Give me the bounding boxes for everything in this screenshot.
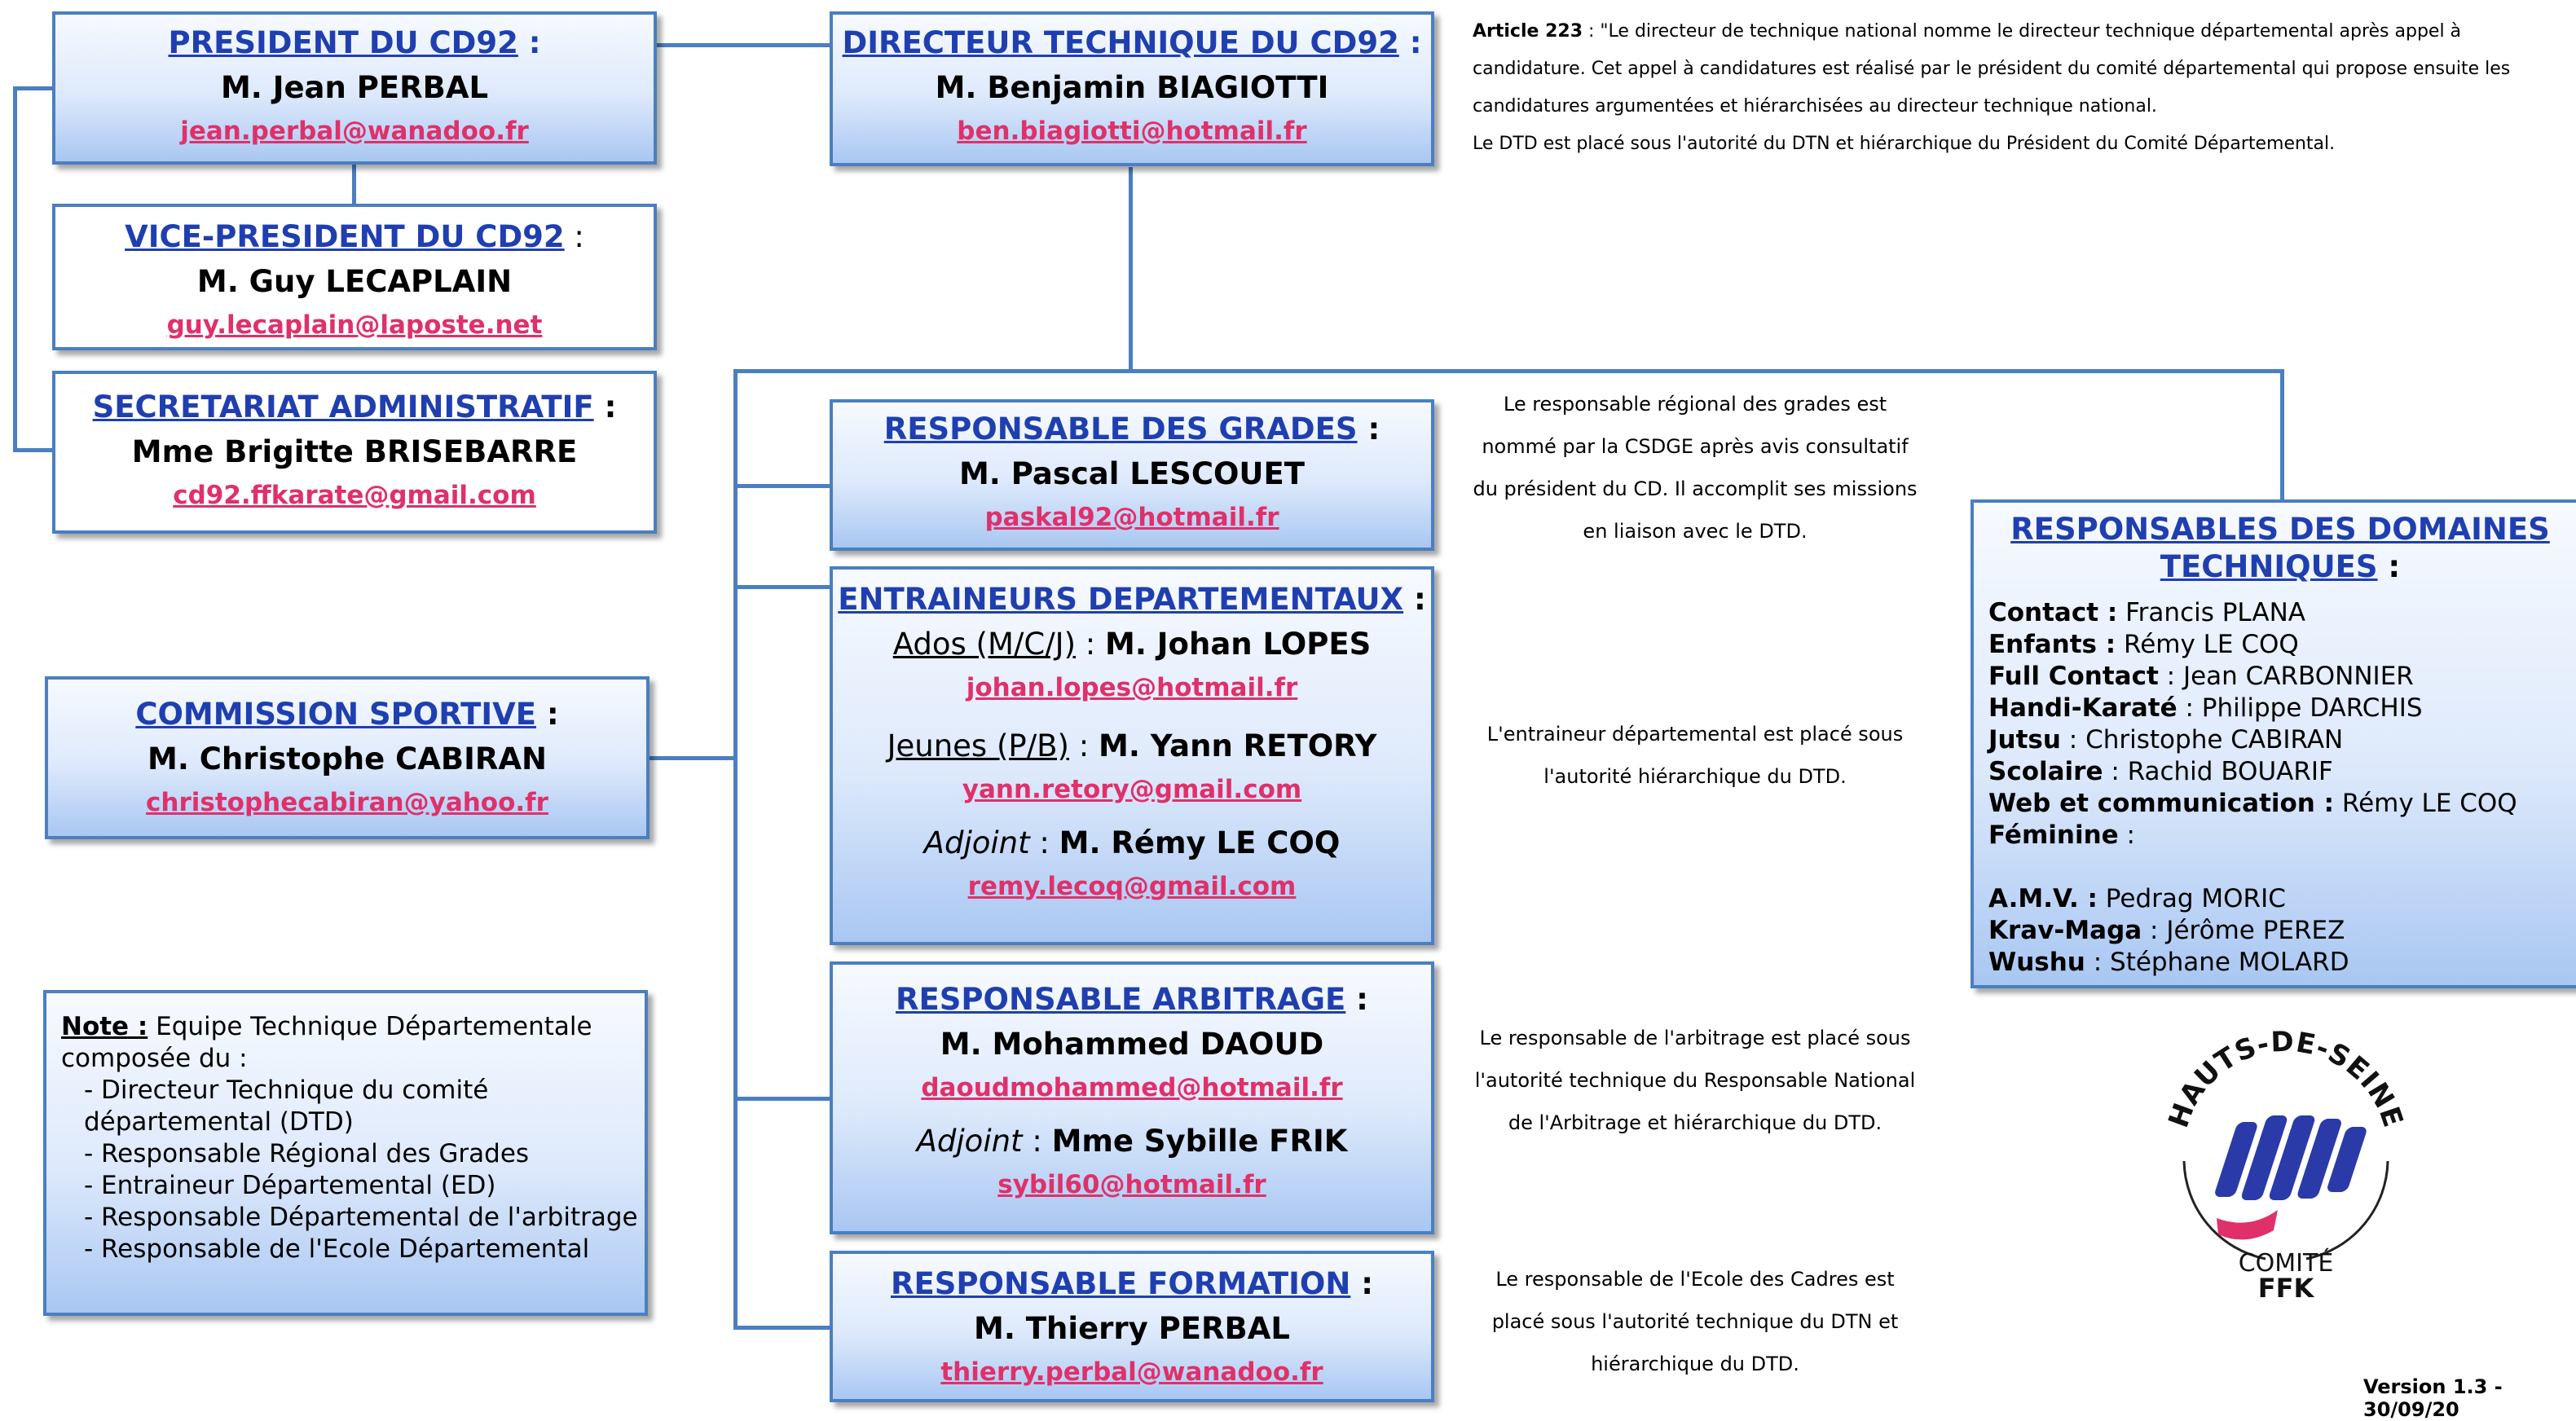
vice-president-name: M. Guy LECAPLAIN bbox=[196, 263, 513, 299]
connector-entraineurs bbox=[733, 585, 830, 589]
secretariat-title: SECRETARIAT ADMINISTRATIF : bbox=[92, 389, 617, 425]
connector-formation bbox=[733, 1326, 830, 1330]
connector-secretariat bbox=[13, 448, 52, 452]
directeur-email[interactable]: ben.biagiotti@hotmail.fr bbox=[957, 117, 1307, 147]
domaine-item: Scolaire : Rachid BOUARIF bbox=[1988, 757, 2333, 786]
connector-president bbox=[13, 86, 52, 90]
formation-name: M. Thierry PERBAL bbox=[974, 1310, 1290, 1346]
arbitrage-name: M. Mohammed DAOUD bbox=[940, 1026, 1324, 1062]
directeur-title: DIRECTEUR TECHNIQUE DU CD92 : bbox=[842, 25, 1422, 60]
domaine-item: Full Contact : Jean CARBONNIER bbox=[1988, 662, 2414, 691]
svg-text:HAUTS-DE-SEINE: HAUTS-DE-SEINE bbox=[2162, 1026, 2409, 1133]
arbitrage-email[interactable]: daoudmohammed@hotmail.fr bbox=[921, 1073, 1343, 1103]
grades-note: Le responsable régional des grades est n… bbox=[1473, 393, 1918, 543]
version-label: Version 1.3 - 30/09/20 bbox=[2363, 1375, 2503, 1421]
entraineurs-note: L'entraineur départemental est placé sou… bbox=[1486, 723, 1904, 788]
formation-note: Le responsable de l'Ecole des Cadres est… bbox=[1491, 1268, 1899, 1375]
commission-email[interactable]: christophecabiran@yahoo.fr bbox=[146, 788, 548, 818]
domaine-item: Krav-Maga : Jérôme PEREZ bbox=[1988, 916, 2345, 945]
entraineurs-email2[interactable]: yann.retory@gmail.com bbox=[962, 774, 1302, 804]
grades-title: RESPONSABLE DES GRADES : bbox=[883, 411, 1380, 447]
connector-branch-vertical bbox=[733, 369, 738, 1329]
domaines-title: RESPONSABLES DES DOMAINES TECHNIQUES : bbox=[2010, 512, 2550, 584]
logo-comite: COMITÉ bbox=[2239, 1248, 2334, 1278]
arbitrage-title: RESPONSABLE ARBITRAGE : bbox=[896, 982, 1368, 1017]
domaine-item: Féminine : bbox=[1988, 820, 2135, 850]
commission-title: COMMISSION SPORTIVE : bbox=[135, 697, 559, 732]
vice-president-title: VICE-PRESIDENT DU CD92 : bbox=[125, 219, 584, 254]
secretariat-name: Mme Brigitte BRISEBARRE bbox=[131, 433, 578, 469]
formation-email[interactable]: thierry.perbal@wanadoo.fr bbox=[940, 1357, 1323, 1388]
arbitrage-box: RESPONSABLE ARBITRAGE : M. Mohammed DAOU… bbox=[830, 961, 1434, 1234]
vice-president-email[interactable]: guy.lecaplain@laposte.net bbox=[166, 310, 543, 341]
commission-box: COMMISSION SPORTIVE : M. Christophe CABI… bbox=[45, 676, 650, 839]
note-item: - Responsable Départemental de l'arbitra… bbox=[84, 1203, 638, 1232]
president-box: PRESIDENT DU CD92 : M. Jean PERBAL jean.… bbox=[52, 11, 657, 165]
domaine-item: Jutsu : Christophe CABIRAN bbox=[1988, 725, 2344, 754]
domaines-list: Contact : Francis PLANA Enfants : Rémy LE… bbox=[1974, 597, 2576, 979]
domaine-item: Web et communication : Rémy LE COQ bbox=[1988, 789, 2517, 818]
domaine-item: Contact : Francis PLANA bbox=[1988, 598, 2306, 627]
logo-arc-text: HAUTS-DE-SEINE bbox=[2162, 1026, 2408, 1133]
note-item: - Responsable Régional des Grades bbox=[84, 1139, 530, 1168]
commission-name: M. Christophe CABIRAN bbox=[148, 741, 547, 776]
note-text: Note : Equipe Technique Départementale c… bbox=[46, 993, 645, 1265]
article-body: : "Le directeur de technique national no… bbox=[1473, 21, 2511, 117]
arbitrage-adjoint: Adjoint : Mme Sybille FRIK bbox=[916, 1123, 1348, 1159]
note-box: Note : Equipe Technique Départementale c… bbox=[43, 990, 648, 1316]
connector-arbitrage bbox=[733, 1097, 830, 1101]
connector-president-directeur bbox=[657, 43, 830, 47]
grades-box: RESPONSABLE DES GRADES : M. Pascal LESCO… bbox=[830, 399, 1434, 551]
entraineurs-row1: Ados (M/C/J) : M. Johan LOPES bbox=[892, 626, 1372, 662]
hauts-de-seine-logo: HAUTS-DE-SEINE COMITÉ FFK bbox=[2151, 1010, 2420, 1312]
grades-email[interactable]: paskal92@hotmail.fr bbox=[984, 503, 1279, 533]
domaine-item: A.M.V. : Pedrag MORIC bbox=[1988, 884, 2286, 913]
article-label: Article 223 bbox=[1473, 21, 1583, 42]
entraineurs-box: ENTRAINEURS DEPARTEMENTAUX : Ados (M/C/J… bbox=[830, 566, 1434, 945]
entraineurs-email1[interactable]: johan.lopes@hotmail.fr bbox=[966, 673, 1298, 703]
connector-directeur-down bbox=[1129, 167, 1133, 371]
entraineurs-row3: Adjoint : M. Rémy LE COQ bbox=[923, 825, 1341, 860]
domaine-item: Enfants : Rémy LE COQ bbox=[1988, 630, 2299, 659]
domaines-box: RESPONSABLES DES DOMAINES TECHNIQUES : C… bbox=[1971, 499, 2576, 988]
note-list: - Directeur Technique du comité départem… bbox=[61, 1075, 645, 1265]
domaine-item: Wushu : Stéphane MOLARD bbox=[1988, 948, 2349, 977]
vice-president-box: VICE-PRESIDENT DU CD92 : M. Guy LECAPLAI… bbox=[52, 204, 657, 350]
entraineurs-row2: Jeunes (P/B) : M. Yann RETORY bbox=[887, 728, 1377, 763]
formation-title: RESPONSABLE FORMATION : bbox=[890, 1266, 1374, 1301]
article-text: Article 223 : "Le directeur de technique… bbox=[1473, 13, 2573, 163]
note-item: - Responsable de l'Ecole Départemental bbox=[84, 1234, 590, 1264]
secretariat-email[interactable]: cd92.ffkarate@gmail.com bbox=[173, 481, 536, 511]
directeur-name: M. Benjamin BIAGIOTTI bbox=[935, 69, 1329, 105]
directeur-box: DIRECTEUR TECHNIQUE DU CD92 : M. Benjami… bbox=[830, 11, 1434, 166]
note-item: - Entraineur Départemental (ED) bbox=[84, 1171, 496, 1200]
connector-domaines bbox=[2280, 369, 2284, 501]
entraineurs-title: ENTRAINEURS DEPARTEMENTAUX : bbox=[838, 582, 1426, 617]
domaine-item: Handi-Karaté : Philippe DARCHIS bbox=[1988, 693, 2423, 723]
arbitrage-note: Le responsable de l'arbitrage est placé … bbox=[1474, 1027, 1916, 1134]
arbitrage-adjoint-email[interactable]: sybil60@hotmail.fr bbox=[997, 1169, 1266, 1199]
logo-ffk: FFK bbox=[2258, 1273, 2315, 1304]
secretariat-box: SECRETARIAT ADMINISTRATIF : Mme Brigitte… bbox=[52, 371, 657, 534]
grades-name: M. Pascal LESCOUET bbox=[958, 455, 1305, 491]
connector-horizontal-top bbox=[733, 369, 2284, 373]
article-body-2: Le DTD est placé sous l'autorité du DTN … bbox=[1473, 134, 2336, 154]
entraineurs-email3[interactable]: remy.lecoq@gmail.com bbox=[967, 871, 1297, 901]
connector-grades bbox=[733, 484, 830, 488]
connector-president-vp bbox=[352, 163, 356, 204]
president-email[interactable]: jean.perbal@wanadoo.fr bbox=[180, 117, 529, 147]
formation-box: RESPONSABLE FORMATION : M. Thierry PERBA… bbox=[830, 1251, 1434, 1402]
president-name: M. Jean PERBAL bbox=[220, 69, 489, 105]
note-item: - Directeur Technique du comité départem… bbox=[84, 1076, 489, 1137]
connector-left-vertical bbox=[13, 86, 17, 451]
president-title: PRESIDENT DU CD92 : bbox=[168, 25, 541, 60]
connector-commission bbox=[648, 756, 738, 760]
